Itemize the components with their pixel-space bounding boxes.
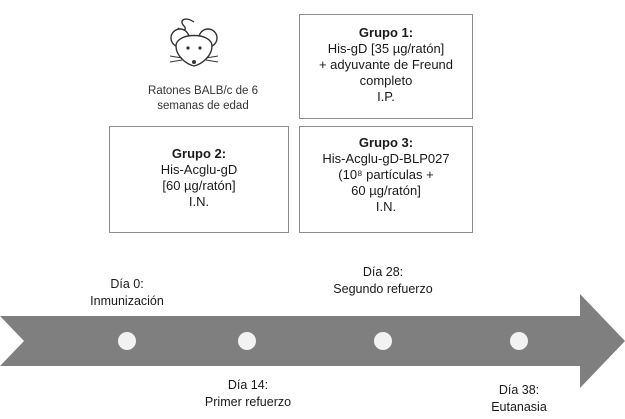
group-3-line: I.N. xyxy=(375,199,397,214)
group-1-line: completo xyxy=(359,73,413,88)
mouse-icon xyxy=(164,14,224,70)
label-day-28: Día 28: Segundo refuerzo xyxy=(313,264,453,298)
group-3-line: 60 µg/ratón] xyxy=(351,183,421,198)
group-1-line: His-gD [35 µg/ratón] xyxy=(327,41,445,56)
timeline-dot-day-28 xyxy=(374,332,392,350)
label-day-38-line2: Eutanasia xyxy=(491,400,547,414)
group-1-line: + adyuvante de Freund xyxy=(318,57,454,72)
mouse-caption-line1: Ratones BALB/c de 6 xyxy=(148,85,258,97)
group-3-box: Grupo 3: His-Acglu-gD-BLP027 (10⁸ partíc… xyxy=(299,126,473,233)
label-day-0-line1: Día 0: xyxy=(110,277,144,291)
group-1-title: Grupo 1: xyxy=(358,25,414,40)
mouse-caption: Ratones BALB/c de 6 semanas de edad xyxy=(108,84,298,114)
timeline-arrow-shape xyxy=(0,294,625,388)
label-day-0: Día 0: Inmunización xyxy=(67,276,187,310)
group-3-line: His-Acglu-gD-BLP027 xyxy=(322,151,450,166)
timeline-dot-day-14 xyxy=(238,332,256,350)
mouse-caption-line2: semanas de edad xyxy=(157,100,249,112)
group-2-box: Grupo 2: His-Acglu-gD [60 µg/ratón] I.N. xyxy=(109,126,289,233)
timeline-dot-day-0 xyxy=(118,332,136,350)
group-2-line: [60 µg/ratón] xyxy=(162,178,236,193)
label-day-28-line2: Segundo refuerzo xyxy=(333,282,433,296)
group-1-box: Grupo 1: His-gD [35 µg/ratón] + adyuvant… xyxy=(299,14,473,119)
timeline-dot-day-38 xyxy=(510,332,528,350)
label-day-14-line2: Primer refuerzo xyxy=(204,395,292,409)
label-day-28-line1: Día 28: xyxy=(362,265,404,279)
group-1-line: I.P. xyxy=(377,89,395,104)
label-day-0-line2: Inmunización xyxy=(90,294,164,308)
group-3-line: (10⁸ partículas + xyxy=(338,167,434,182)
label-day-14: Día 14: Primer refuerzo xyxy=(183,377,313,411)
label-day-14-line1: Día 14: xyxy=(227,378,269,392)
group-2-title: Grupo 2: xyxy=(171,146,227,161)
group-3-title: Grupo 3: xyxy=(358,135,414,150)
group-2-line: I.N. xyxy=(188,194,210,209)
label-day-38-line1: Día 38: xyxy=(498,383,540,397)
label-day-38: Día 38: Eutanasia xyxy=(469,382,569,416)
group-2-line: His-Acglu-gD xyxy=(160,162,238,177)
